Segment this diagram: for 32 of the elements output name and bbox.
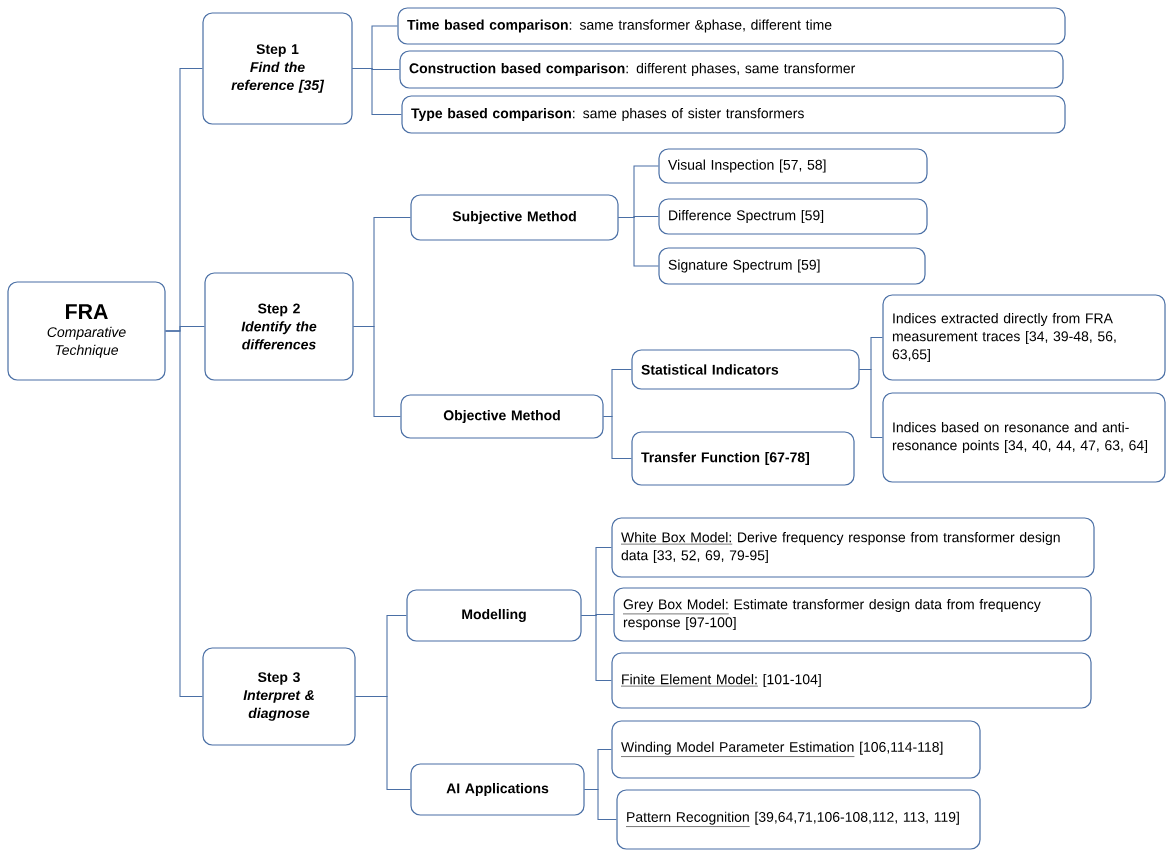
step-box: Step 1 Find the reference [35] — [202, 12, 353, 125]
connector-line — [603, 415, 632, 460]
connector-line — [353, 325, 401, 418]
item-box: Visual Inspection [57, 58] — [658, 148, 928, 184]
method-box: Modelling — [406, 589, 582, 642]
item-box: White Box Model: Derive frequency response from transformer design data [33, 52, 69, 79-95] — [611, 517, 1095, 578]
item-box: Winding Model Parameter Estimation [106,114-118] — [611, 720, 981, 779]
connector-line — [355, 695, 411, 791]
root-box: FRA Comparative Technique — [7, 281, 166, 381]
connector-line — [165, 330, 203, 698]
item-box: Difference Spectrum [59] — [658, 198, 928, 235]
method-box: Transfer Function [67-78] — [631, 431, 855, 486]
item-box: Indices based on resonance and anti-resonance points [34, 40, 44, 47, 63, 64] — [882, 392, 1166, 483]
item-box: Construction based comparison: different phases, same transformer — [399, 50, 1064, 89]
item-box: Pattern Recognition [39,64,71,106-108,112, 113, 119] — [616, 789, 981, 850]
item-box: Signature Spectrum [59] — [658, 247, 926, 285]
item-box: Finite Element Model: [101-104] — [611, 652, 1092, 709]
step-box: Step 3 Interpret & diagnose — [202, 647, 356, 746]
method-box: Objective Method — [400, 394, 604, 439]
item-box: Time based comparison: same transformer &phase, different time — [397, 7, 1066, 45]
method-box: Subjective Method — [410, 194, 619, 241]
item-box: Type based comparison: same phases of sister transformers — [401, 95, 1066, 134]
item-box: Grey Box Model: Estimate transformer design data from frequency response [97-100] — [613, 587, 1092, 642]
connector-line — [352, 67, 402, 116]
connector-line — [618, 216, 659, 267]
item-box: Indices extracted directly from FRA measurement traces [34, 39-48, 56, 63,65] — [882, 294, 1166, 381]
connector-line — [581, 614, 612, 682]
connector-line — [584, 788, 617, 821]
method-box: AI Applications — [410, 763, 585, 816]
step-box: Step 2 Identify the differences — [204, 272, 354, 381]
connector-line — [859, 368, 883, 439]
method-box: Statistical Indicators — [631, 349, 860, 390]
